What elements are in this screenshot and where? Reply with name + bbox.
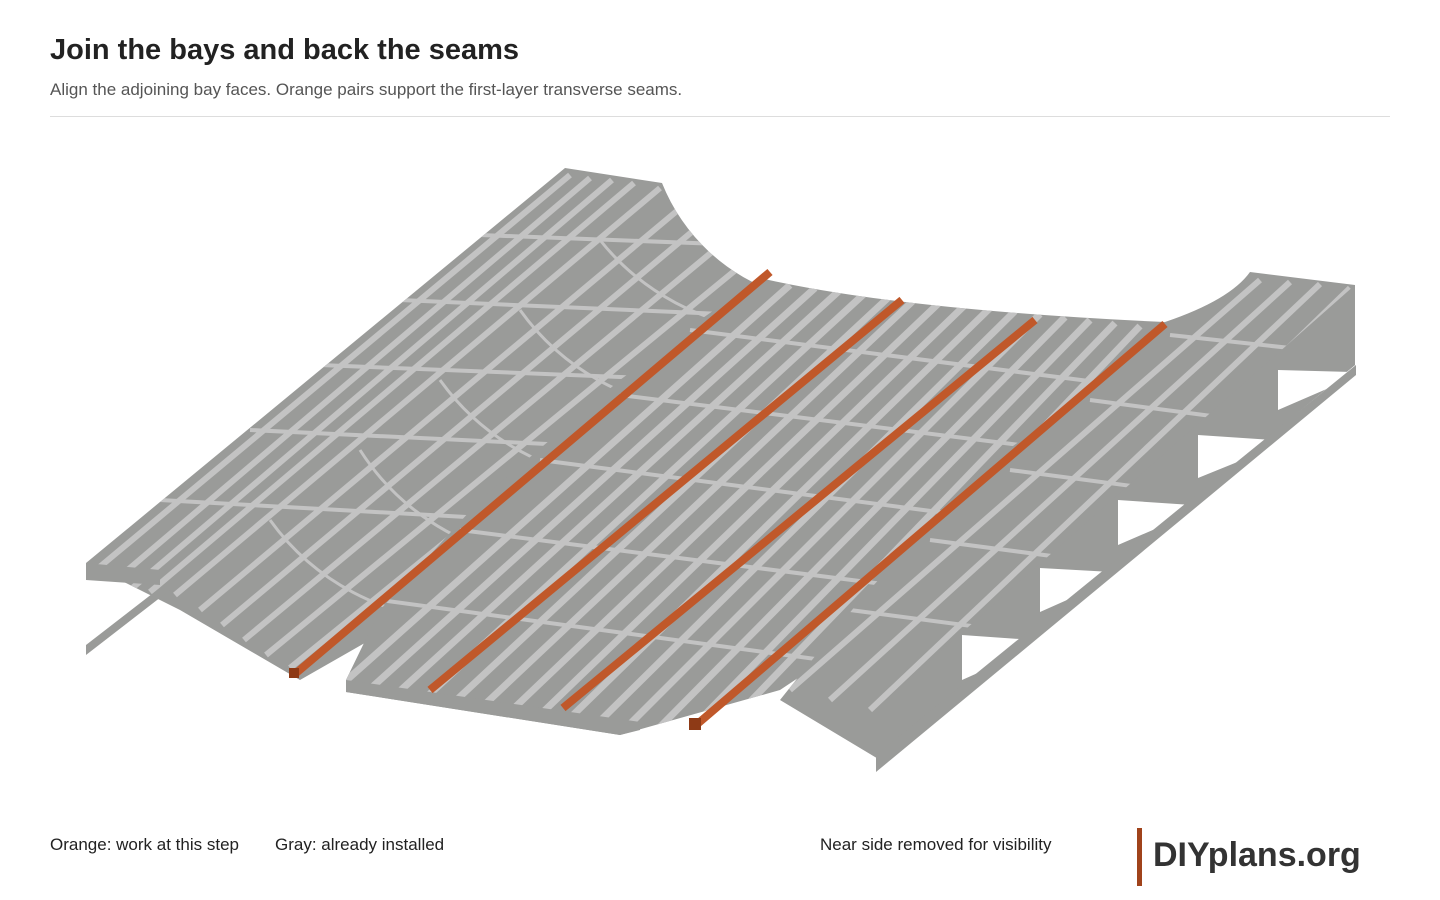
page-title: Join the bays and back the seams [50,34,520,66]
legend-orange: Orange: work at this step [50,835,239,854]
brand-logo[interactable]: DIYplans.org [1153,836,1361,874]
center-front-rail [346,680,640,735]
framing-illustration [86,168,1356,772]
brand-accent-bar [1137,828,1142,886]
left-front-rail [86,563,160,585]
header-divider [50,116,1390,117]
seam-backer-4 [692,320,1168,730]
seam-backer-1 [292,268,773,678]
legend-gray: Gray: already installed [275,835,445,854]
page-subtitle: Align the adjoining bay faces. Orange pa… [50,80,683,99]
seam-backer-2 [427,296,905,694]
seam-backer-3 [560,316,1038,712]
visibility-note: Near side removed for visibility [820,835,1052,854]
seam-backers [289,268,1168,730]
